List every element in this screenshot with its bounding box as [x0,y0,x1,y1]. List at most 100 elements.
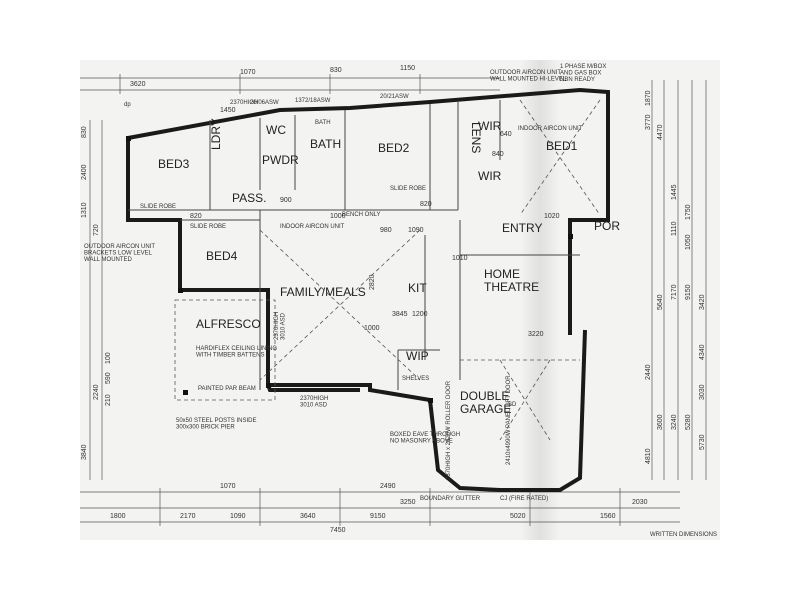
dim-right-6: 3240 [671,414,678,430]
dim-top-4: 1450 [220,107,236,114]
room-ldry: LDRY [209,118,223,150]
dim-right-5: 3600 [657,414,664,430]
room-bed2: BED2 [378,141,410,155]
dim-bottom-9: 7450 [330,527,346,534]
garage-wall [428,329,587,492]
dim-right-8: 5280 [685,414,692,430]
dim-right-3: 9150 [685,284,692,300]
floor-plan-drawing: BED3 LDRY WC PWDR BATH BATH BED2 LENS WI… [80,64,717,538]
dim-right-15: 3420 [699,294,706,310]
dim-int-13: 3845 [392,311,408,318]
room-bed4: BED4 [206,249,238,263]
dim-int-8: 640 [500,131,512,138]
dim-int-14: 3220 [528,331,544,338]
dim-int-9: 840 [492,151,504,158]
room-lens: LENS [469,122,483,153]
right-dimension-lines [651,80,707,480]
dim-right-2: 7170 [671,284,678,300]
note-slide-robe-1: SLIDE ROBE [140,204,176,210]
note-written-dim: WRITTEN DIMENSIONS [650,532,717,538]
dim-left-4: 3840 [81,444,88,460]
dim-top-1: 1070 [240,69,256,76]
dim-right-9: 1870 [645,90,652,106]
note-boundary-gutter: BOUNDARY GUTTER [420,496,481,502]
dim-left-7: 590 [105,372,112,384]
dim-left-3: 720 [93,224,100,236]
room-bed1: BED1 [546,139,578,153]
note-bench-only: BENCH ONLY [342,212,381,218]
dim-right-4: 2440 [645,364,652,380]
paper-fold [520,60,560,540]
dim-bottom-3: 3640 [300,513,316,520]
note-slide-robe-2: SLIDE ROBE [390,186,426,192]
dim-top-0: 3620 [130,81,146,88]
bottom-dimension-lines [80,488,680,526]
note-slide-robe-3: SLIDE ROBE [190,224,226,230]
note-shelves: SHELVES [402,376,429,382]
dim-right-14: 1050 [685,234,692,250]
note-panel-lift-door: 2410x4990W PANEL LIFT DOOR [506,375,512,465]
dim-bottom-7: 1560 [600,513,616,520]
room-pass: PASS. [232,191,266,205]
dim-bottom-10: 2490 [380,483,396,490]
exterior-wall-north [126,138,431,402]
dim-int-1: 900 [280,197,292,204]
dim-int-4: 980 [380,227,392,234]
room-entry: ENTRY [502,221,542,235]
dim-int-3: 820 [420,201,432,208]
note-2370-high-mid: 2370HIGH3010 ASD [274,312,287,340]
room-pwdr: PWDR [262,153,299,167]
dim-bottom-0: 1800 [110,513,126,520]
dim-left-2: 1310 [81,202,88,218]
dim-bottom-11: 1070 [220,483,236,490]
dim-bottom-1: 2170 [180,513,196,520]
dashed-outlines [174,99,601,441]
dim-right-17: 5730 [699,434,706,450]
dim-top-7: 20/21ASW [380,94,409,100]
dim-left-5: 2240 [93,384,100,400]
interior-partitions [128,100,580,390]
dim-bottom-4: 9150 [370,513,386,520]
blueprint-photo: BED3 LDRY WC PWDR BATH BATH BED2 LENS WI… [80,60,720,540]
exterior-wall-top [127,87,610,335]
room-bed3: BED3 [158,157,190,171]
room-wir-2: WIR [478,169,502,183]
dim-bottom-6: 5020 [510,513,526,520]
dim-int-5: 1090 [408,227,424,234]
note-indoor-aircon-1: INDOOR AIRCON UNIT [280,224,345,230]
dim-left-1: 2400 [81,164,88,180]
note-dp: dp [124,102,131,108]
dim-left-6: 210 [105,394,112,406]
dim-bottom-2: 1090 [230,513,246,520]
room-wip: WIP [406,349,429,363]
dim-top-2: 830 [330,67,342,74]
room-family-meals: FAMILY/MEALS [280,285,366,299]
dim-right-10: 4470 [657,124,664,140]
room-bath-small: BATH [315,120,331,126]
note-sd: SD [508,402,517,408]
dim-right-12: 1750 [685,204,692,220]
dim-int-12: 2820 [369,274,376,290]
room-alfresco: ALFRESCO [196,317,261,331]
room-wir-1: WIR [478,119,502,133]
dim-int-2: 1000 [330,213,346,220]
dim-int-10: 1200 [412,311,428,318]
dim-top-6: 1372/18ASW [295,98,331,104]
dim-left-8: 100 [105,352,112,364]
note-roller-door: 2370HIGH x 2420W ROLLER DOOR [446,380,452,480]
dim-right-0: 3770 [645,114,652,130]
dim-right-16: 4340 [699,344,706,360]
note-painted-beam: PAINTED PAR BEAM [198,386,256,392]
dim-right-7: 4810 [645,448,652,464]
note-2370-high-top: 2370HIGH [230,100,258,106]
dim-right-1: 5640 [657,294,664,310]
room-por: POR [594,219,620,233]
